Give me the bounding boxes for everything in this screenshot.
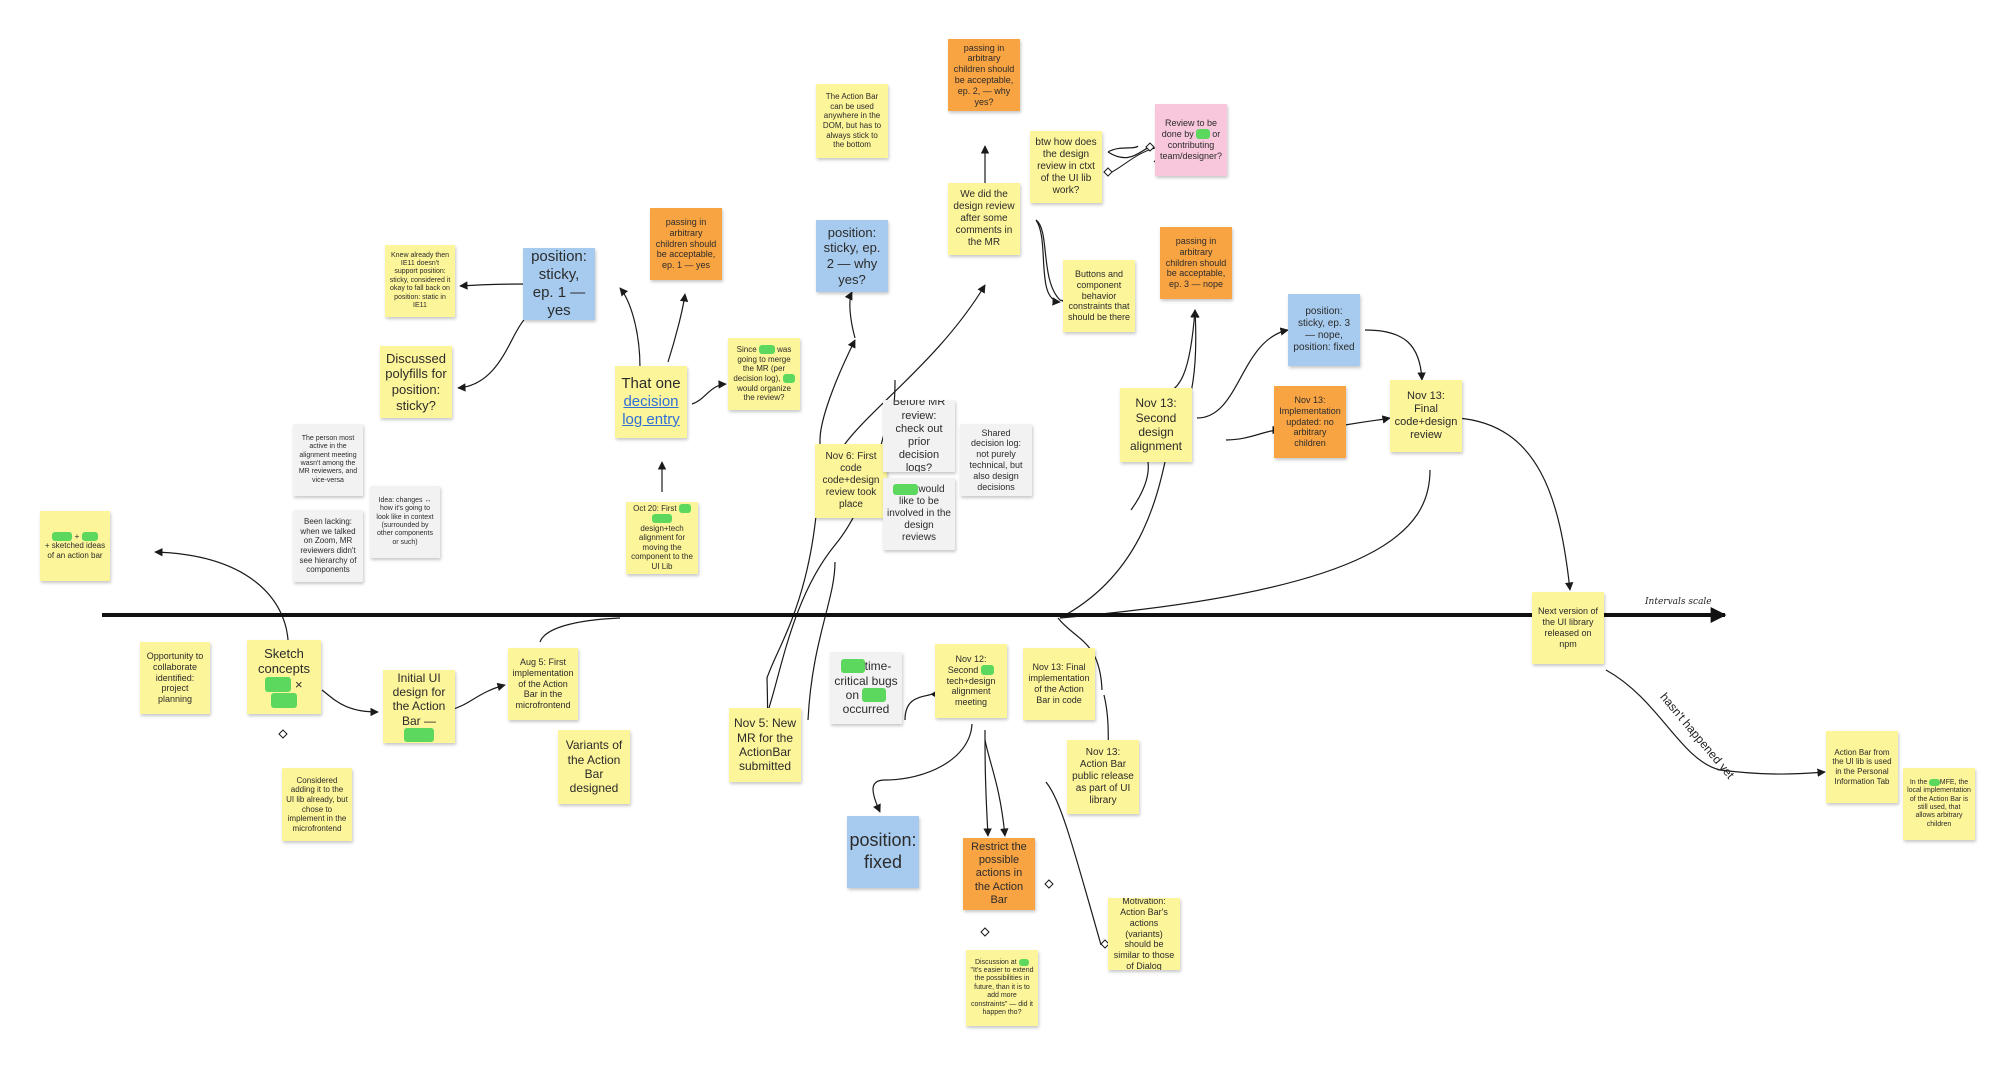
note-review-by[interactable]: Review to be done by xxx or contributing… [1155,104,1227,176]
note-sticky-ep1[interactable]: position: sticky, ep. 1 — yes [523,248,595,320]
connector-diamonds [278,142,1155,949]
intervals-scale-label: Intervals scale [1645,597,1712,607]
note-nov13-release[interactable]: Nov 13: Action Bar public release as par… [1067,740,1139,814]
note-arbitrary-ep2[interactable]: passing in arbitrary children should be … [948,39,1020,111]
note-arbitrary-ep3[interactable]: passing in arbitrary children should be … [1160,227,1232,299]
note-design-review-after[interactable]: We did the design review after some comm… [948,183,1020,255]
note-discussion-at[interactable]: Discussion at xxx "It's easier to extend… [966,950,1038,1026]
note-considered-ui-lib[interactable]: Considered adding it to the UI lib alrea… [282,768,352,841]
note-nov13-final-impl[interactable]: Nov 13: Final implementation of the Acti… [1023,648,1095,720]
note-nov12[interactable]: Nov 12: Second xxx tech+design alignment… [935,644,1007,718]
note-person-active[interactable]: The person most active in the alignment … [293,424,363,496]
note-nov13-second-alignment[interactable]: Nov 13: Second design alignment [1120,388,1192,462]
note-restrict-actions[interactable]: Restrict the possible actions in the Act… [963,838,1035,910]
note-sticky-ep2[interactable]: position: sticky, ep. 2 — why yes? [816,220,888,292]
note-sticky-ep3[interactable]: position: sticky, ep. 3 — nope, position… [1288,294,1360,366]
note-sketch-concepts[interactable]: Sketch concepts xxxx × xxxx [247,640,321,714]
note-position-fixed[interactable]: position: fixed [847,816,919,888]
note-opportunity[interactable]: Opportunity to collaborate identified: p… [140,642,210,714]
note-before-mr-review[interactable]: Before MR review: check out prior decisi… [883,400,955,472]
note-since-merge[interactable]: Since xxxx was going to merge the MR (pe… [728,338,800,410]
note-time-critical-bugs[interactable]: xxxxtime-critical bugs on xxxx occurred [830,652,902,724]
note-motivation[interactable]: Motivation: Action Bar's actions (varian… [1108,898,1180,970]
note-involved-reviews[interactable]: xxxxxwould like to be involved in the de… [883,478,955,550]
decision-log-link[interactable]: decision log entry [622,393,680,428]
note-arbitrary-ep1[interactable]: passing in arbitrary children should be … [650,208,722,280]
note-aug5[interactable]: Aug 5: First implementation of the Actio… [508,648,578,720]
note-text: sketched ideas of an action bar [47,541,106,560]
note-nov13-final-review[interactable]: Nov 13: Final code+design review [1390,380,1462,452]
note-nov13-impl-updated[interactable]: Nov 13: Implementation updated: no arbit… [1274,386,1346,458]
note-idea-changes[interactable]: Idea: changes ↔ how it's going to look l… [370,486,440,558]
note-oct20[interactable]: Oct 20: First xxx xxxxx design+tech alig… [626,502,698,574]
note-knew-ie11[interactable]: Knew already then IE11 doesn't support p… [385,245,455,317]
note-initial-ui-design[interactable]: Initial UI design for the Action Bar — x… [383,670,455,743]
note-polyfills[interactable]: Discussed polyfills for position: sticky… [380,346,452,418]
note-action-bar-dom[interactable]: The Action Bar can be used anywhere in t… [816,84,888,158]
note-decision-log[interactable]: That one decision log entry [615,366,687,438]
note-been-lacking[interactable]: Been lacking: when we talked on Zoom, MR… [293,510,363,582]
note-sketched-ideas[interactable]: xxxxx + xxxx+ sketched ideas of an actio… [40,511,110,581]
note-next-version[interactable]: Next version of the UI library released … [1532,592,1604,664]
note-local-implementation[interactable]: In the xxxMFE, the local implementation … [1903,768,1975,840]
note-variants[interactable]: Variants of the Action Bar designed [558,730,630,804]
note-nov6[interactable]: Nov 6: First code code+design review too… [815,444,887,518]
note-btw-design-review[interactable]: btw how does the design review in ctxt o… [1030,131,1102,203]
note-nov5[interactable]: Nov 5: New MR for the ActionBar submitte… [729,708,801,782]
note-personal-info-tab[interactable]: Action Bar from the UI lib is used in th… [1826,731,1898,803]
note-shared-decision-log[interactable]: Shared decision log: not purely technica… [960,424,1032,496]
note-buttons-constraints[interactable]: Buttons and component behavior constrain… [1063,260,1135,332]
